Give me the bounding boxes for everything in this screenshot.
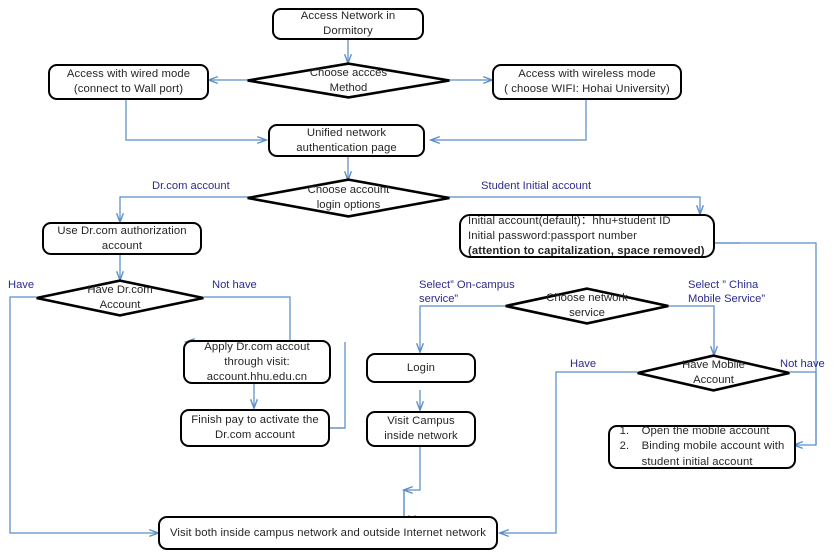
node-access-wired[interactable]: Access with wired mode (connect to Wall … [48, 64, 209, 100]
edge-label-student-initial-account: Student Initial account [481, 180, 592, 192]
edge-label-not-have-drcom: Not have [212, 279, 257, 291]
mobile-step-2-number: 2. [619, 440, 630, 453]
node-auth-page[interactable]: Unified network authentication page [268, 124, 425, 157]
node-final-visit-both-networks[interactable]: Visit both inside campus network and out… [158, 516, 498, 550]
initial-account-line-3: (attention to capitalization, space remo… [468, 244, 705, 257]
node-visit-campus-inside-network[interactable]: Visit Campus inside network [366, 411, 476, 447]
node-use-drcom-authorization-account[interactable]: Use Dr.com authorization account [42, 222, 202, 255]
node-final-visit-both-networks-label: Visit both inside campus network and out… [169, 526, 487, 539]
decision-have-drcom-account-label: Have Dr.com Account [87, 284, 153, 311]
decision-have-mobile-account-label: Have Mobile Account [682, 359, 745, 386]
decision-have-mobile-account[interactable]: Have Mobile Account [636, 354, 791, 392]
mobile-step-1-text: Open the mobile account [641, 424, 770, 437]
list-item: 2. Binding mobile account with student i… [620, 439, 785, 470]
node-mobile-account-steps[interactable]: 1. Open the mobile account 2. Binding mo… [608, 425, 796, 469]
mobile-step-2-text: Binding mobile account with student init… [641, 440, 785, 468]
node-auth-page-label: Unified network authentication page [296, 126, 397, 154]
decision-choose-login-options-label: Choose account login options [307, 184, 390, 211]
node-access-wired-label: Access with wired mode (connect to Wall … [66, 68, 191, 95]
node-finish-pay-activate[interactable]: Finish pay to activate the Dr.com accoun… [180, 409, 330, 447]
decision-choose-login-options[interactable]: Choose account login options [246, 178, 451, 218]
node-use-drcom-authorization-account-label: Use Dr.com authorization account [57, 224, 187, 252]
edge-label-have-mobile: Have [570, 358, 597, 370]
node-initial-account-info[interactable]: Initial account(default)：hhu+student ID … [459, 214, 715, 258]
node-start[interactable]: Access Network in Dormitory [272, 8, 424, 40]
node-finish-pay-activate-label: Finish pay to activate the Dr.com accoun… [191, 414, 319, 441]
mobile-step-1-number: 1. [619, 424, 630, 437]
list-item: 1. Open the mobile account [620, 424, 785, 440]
decision-choose-network-service-label: Choose network service [546, 292, 628, 319]
decision-choose-network-service[interactable]: Choose network service [504, 287, 670, 325]
node-login[interactable]: Login [366, 353, 476, 383]
node-start-label: Access Network in Dormitory [300, 10, 396, 37]
mobile-steps-list: 1. Open the mobile account 2. Binding mo… [614, 424, 791, 471]
decision-choose-access-method-label: Choose accces Method [309, 66, 388, 94]
decision-have-drcom-account[interactable]: Have Dr.com Account [35, 279, 205, 317]
node-visit-campus-inside-network-label: Visit Campus inside network [384, 415, 458, 442]
edge-label-not-have-mobile: Not have [780, 358, 825, 370]
initial-account-line-2: Initial password:passport number [468, 229, 637, 242]
decision-choose-access-method[interactable]: Choose accces Method [246, 62, 451, 99]
edge-label-have-drcom: Have [8, 279, 35, 291]
edge-label-drcom-account: Dr.com account [152, 180, 230, 192]
initial-account-line-1: Initial account(default)：hhu+student ID [468, 214, 671, 227]
edge-label-select-china-mobile-service: Select ” China Mobile Service” [688, 279, 766, 305]
node-login-label: Login [406, 361, 436, 374]
node-apply-drcom-account-label: Apply Dr.com accout through visit: accou… [204, 340, 310, 383]
node-access-wireless[interactable]: Access with wireless mode ( choose WIFI:… [492, 64, 682, 100]
edge-label-select-on-campus-service: Select” On-campus service” [419, 279, 515, 305]
node-access-wireless-label: Access with wireless mode ( choose WIFI:… [504, 68, 670, 95]
node-apply-drcom-account[interactable]: Apply Dr.com accout through visit: accou… [183, 340, 331, 384]
node-initial-account-info-text: Initial account(default)：hhu+student ID … [461, 212, 712, 261]
